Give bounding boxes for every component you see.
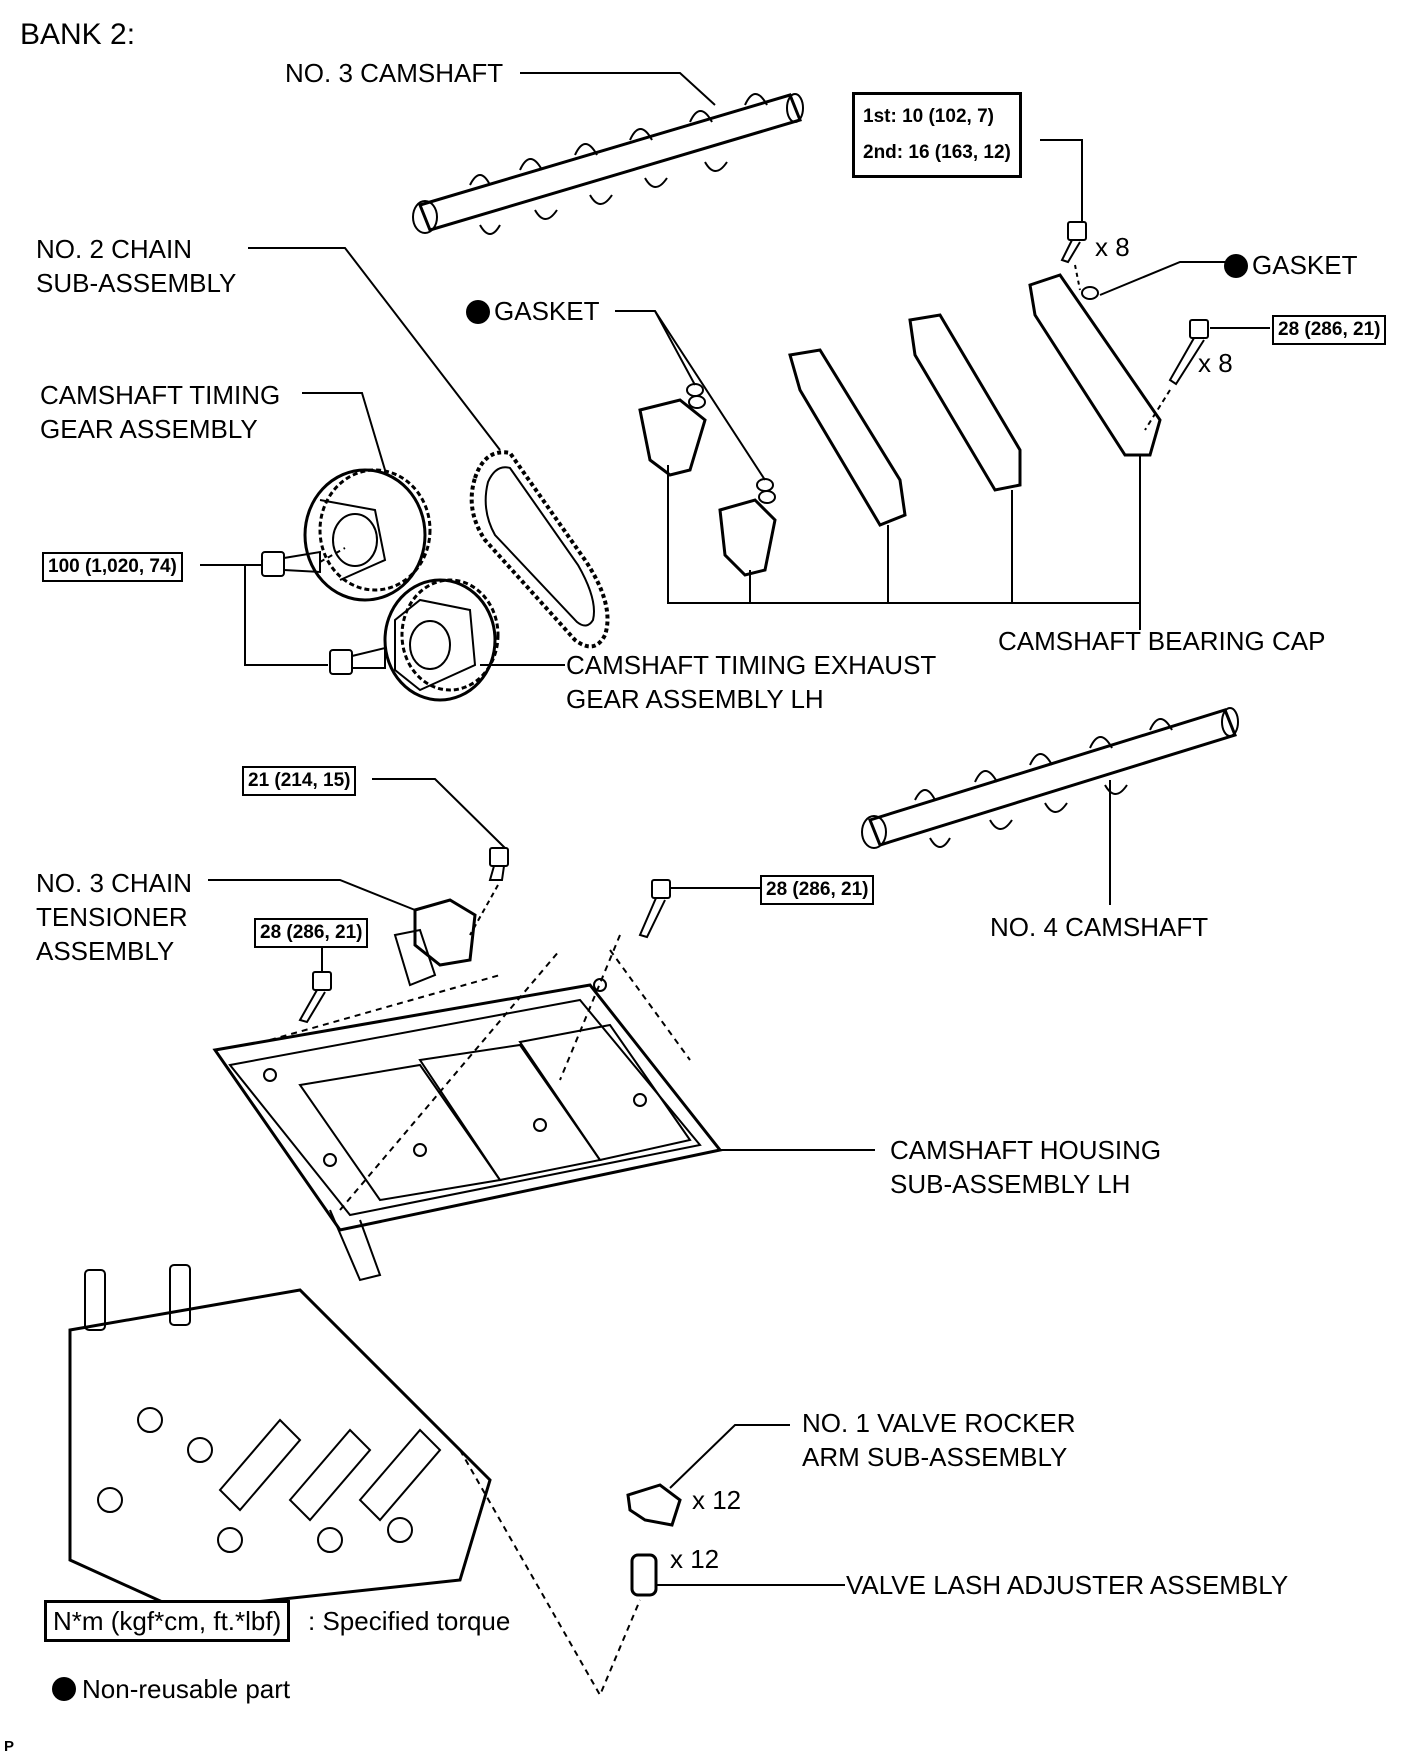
bearing-cap-label: CAMSHAFT BEARING CAP (998, 626, 1326, 656)
cap-bolt-torque-1st: 1st: 10 (102, 7) (863, 106, 994, 127)
no4-camshaft-drawing (861, 707, 1239, 849)
housing-label-1: CAMSHAFT HOUSING (890, 1135, 1162, 1165)
tensioner-bolt-torque: 21 (214, 15) (242, 766, 357, 796)
cap-bolt-side-drawing (1144, 319, 1209, 431)
cap-bolt-torque-box: 1st: 10 (102, 7) 2nd: 16 (163, 12) (852, 92, 1022, 178)
exhaust-gear-drawing (383, 578, 500, 702)
nonreusable-legend-text: Non-reusable part (82, 1674, 291, 1704)
nonreusable-dot-icon (52, 1677, 76, 1701)
timing-gear-label-1: CAMSHAFT TIMING (40, 380, 281, 410)
chain-tensioner-drawing (393, 847, 509, 987)
housing-bolt-left-drawing (298, 971, 332, 1024)
camshaft-housing-drawing (212, 978, 723, 1282)
rocker-label-2: ARM SUB-ASSEMBLY (802, 1442, 1068, 1472)
no2-chain-label-2: SUB-ASSEMBLY (36, 268, 237, 298)
tensioner-label-3: ASSEMBLY (36, 936, 175, 966)
rocker-label-1: NO. 1 VALVE ROCKER (802, 1408, 1076, 1438)
tensioner-label-1: NO. 3 CHAIN (36, 868, 193, 898)
gear-bolts-drawing (261, 547, 386, 675)
lash-qty: x 12 (670, 1544, 720, 1574)
housing-bolt-right-torque: 28 (286, 21) (760, 875, 875, 905)
gasket-right-label: GASKET (1252, 250, 1358, 280)
rocker-arm-drawing (626, 1483, 682, 1527)
timing-gear-drawing (303, 468, 432, 602)
bearing-caps-drawing (638, 273, 1162, 577)
housing-label-2: SUB-ASSEMBLY LH (890, 1169, 1131, 1199)
cap-bolt-top-drawing (1060, 221, 1087, 291)
no2-chain-drawing (469, 450, 610, 649)
cap-bolt-qty-side: x 8 (1198, 348, 1233, 378)
lash-adjuster-drawing (630, 1553, 658, 1597)
figure-code: P (4, 1738, 15, 1755)
cap-bolt-torque-2nd: 2nd: 16 (163, 12) (863, 142, 1011, 163)
page-title: BANK 2: (20, 18, 136, 51)
lash-adjuster-label: VALVE LASH ADJUSTER ASSEMBLY (846, 1570, 1289, 1600)
housing-bolt-left-torque: 28 (286, 21) (254, 918, 369, 948)
torque-legend-box: N*m (kgf*cm, ft.*lbf) (44, 1600, 291, 1642)
no3-camshaft-drawing (412, 93, 804, 235)
gasket-left-label: GASKET (494, 296, 600, 326)
torque-legend-text: : Specified torque (308, 1606, 511, 1636)
tensioner-label-2: TENSIONER (36, 902, 188, 932)
cap-bolt-28-torque: 28 (286, 21) (1272, 315, 1387, 345)
no2-chain-label-1: NO. 2 CHAIN (36, 234, 193, 264)
exhaust-gear-label-1: CAMSHAFT TIMING EXHAUST (566, 650, 937, 680)
gear-bolt-torque: 100 (1,020, 74) (42, 552, 183, 582)
rocker-qty: x 12 (692, 1485, 742, 1515)
housing-bolt-right-drawing (638, 879, 671, 939)
cap-bolt-qty-top: x 8 (1095, 232, 1130, 262)
exhaust-gear-label-2: GEAR ASSEMBLY LH (566, 684, 824, 714)
nonreusable-dot-icon (1224, 254, 1248, 278)
no3-camshaft-label: NO. 3 CAMSHAFT (285, 58, 504, 88)
cylinder-head-drawing (68, 1264, 492, 1612)
no4-camshaft-label: NO. 4 CAMSHAFT (990, 912, 1209, 942)
timing-gear-label-2: GEAR ASSEMBLY (40, 414, 258, 444)
nonreusable-dot-icon (466, 300, 490, 324)
